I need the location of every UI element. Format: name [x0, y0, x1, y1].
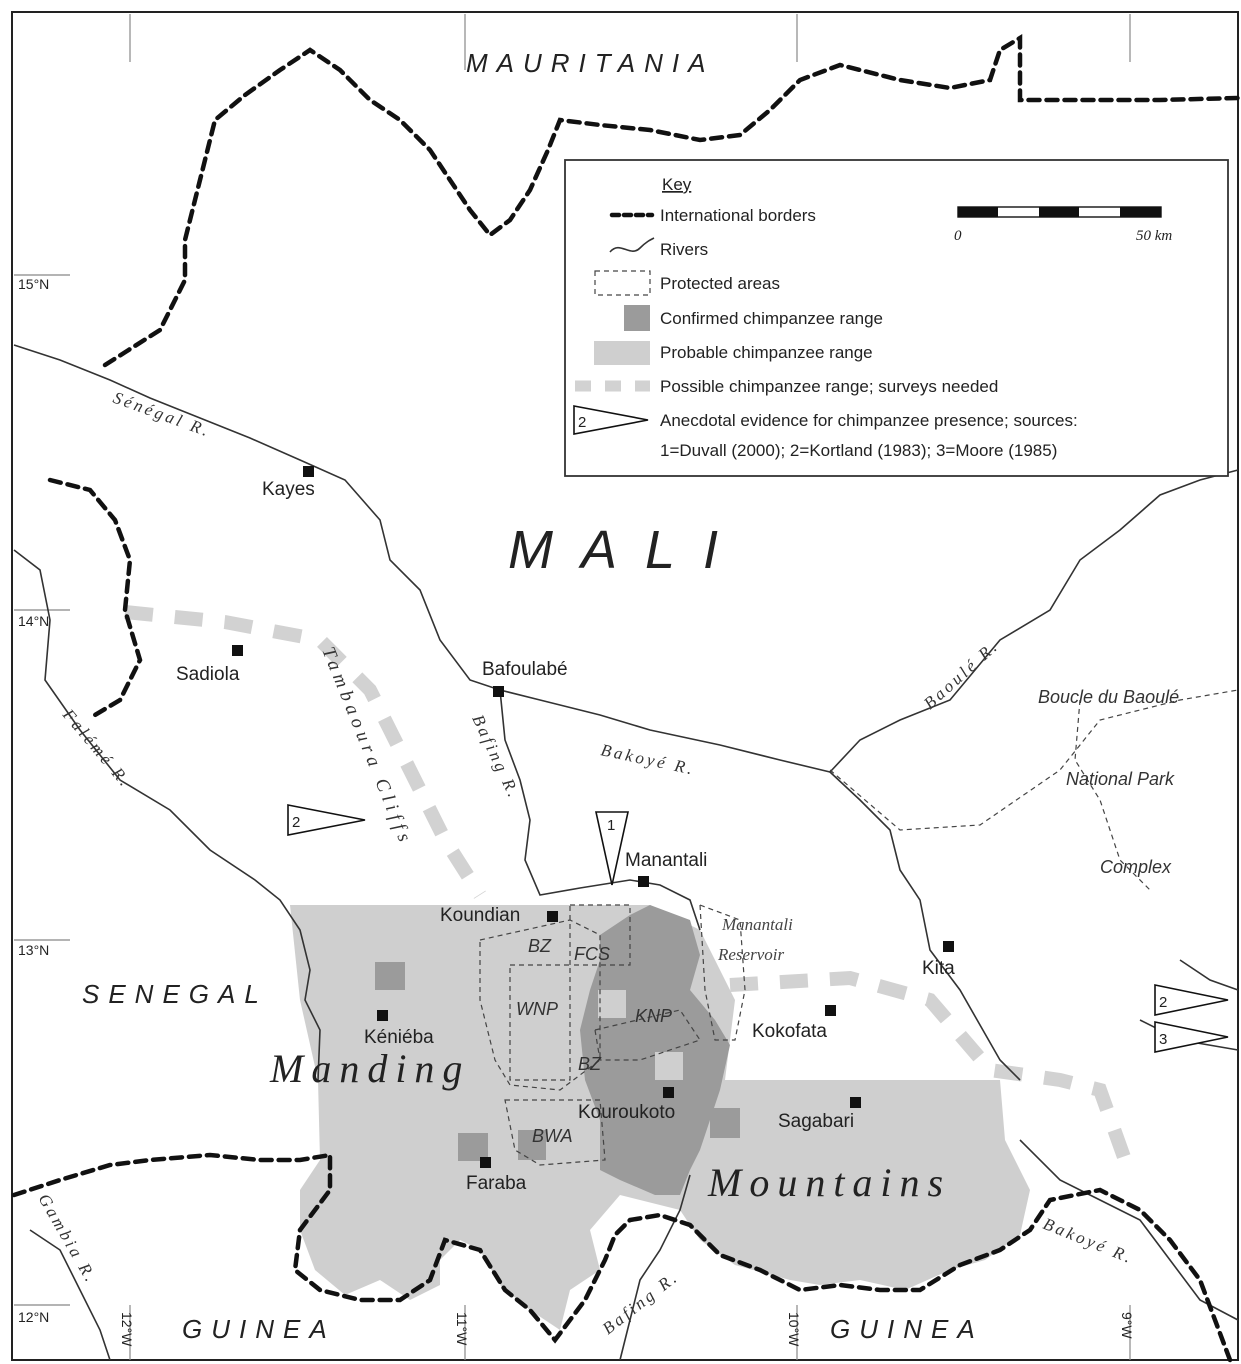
area-label-bz-north: BZ	[528, 936, 552, 956]
latitude-label-15n: 15°N	[18, 276, 49, 292]
anecdotal-label-west: 2	[292, 814, 300, 831]
town-label-faraba: Faraba	[466, 1173, 527, 1194]
town-label-kita: Kita	[922, 958, 955, 979]
legend-symbol-river	[609, 237, 655, 253]
scale-label-start: 0	[954, 228, 962, 244]
longitude-label-12w: 12°W	[119, 1312, 135, 1347]
region-label-mountains: Mountains	[707, 1160, 951, 1205]
anecdotal-triangle-west	[287, 804, 366, 836]
anecdotal-label-east-upper: 2	[1159, 994, 1167, 1011]
probable-range-patches	[598, 990, 683, 1080]
town-label-kokofata: Kokofata	[752, 1021, 827, 1042]
latitude-label-12n: 12°N	[18, 1309, 49, 1325]
latitude-label-13n: 13°N	[18, 942, 49, 958]
kita-marker	[943, 941, 954, 952]
legend-sources-line: 1=Duvall (2000); 2=Kortland (1983); 3=Mo…	[660, 441, 1057, 460]
koundian-marker	[547, 911, 558, 922]
sadiola-marker	[232, 645, 243, 656]
legend: Key International borders Rivers Protect…	[564, 159, 1229, 477]
town-label-koundian: Koundian	[440, 905, 520, 926]
legend-label-anecdotal: Anecdotal evidence for chimpanzee presen…	[660, 411, 1078, 430]
confirmed-range-area	[375, 905, 740, 1195]
town-label-kenieba: Kéniéba	[364, 1027, 434, 1048]
longitude-label-10w: 10°W	[786, 1312, 802, 1347]
country-label-senegal: SENEGAL	[82, 979, 268, 1009]
legend-symbol-probable	[594, 341, 650, 365]
longitude-label-11w: 11°W	[454, 1312, 470, 1346]
legend-label-possible: Possible chimpanzee range; surveys neede…	[660, 377, 998, 396]
town-label-bafoulabe: Bafoulabé	[482, 659, 568, 680]
international-borders	[11, 34, 1241, 1363]
protected-areas	[479, 689, 1239, 1166]
kouroukoto-marker	[663, 1087, 674, 1098]
area-label-fcs: FCS	[574, 944, 610, 964]
anecdotal-triangle-east-upper	[1154, 984, 1229, 1016]
longitude-label-9w: 9°W	[1119, 1312, 1135, 1339]
park-label-boucle-line3: Complex	[1100, 857, 1172, 877]
town-markers	[232, 466, 954, 1168]
bafoulabe-marker	[493, 686, 504, 697]
manantali-marker	[638, 876, 649, 887]
legend-label-probable: Probable chimpanzee range	[660, 343, 873, 362]
country-label-mauritania: MAURITANIA	[466, 48, 714, 78]
town-label-sagabari: Sagabari	[778, 1111, 854, 1132]
scale-label-end: 50 km	[1136, 228, 1172, 244]
area-label-knp: KNP	[635, 1006, 672, 1026]
faraba-marker	[480, 1157, 491, 1168]
possible-range-lines	[124, 605, 1132, 1163]
area-label-bz-south: BZ	[578, 1054, 602, 1074]
park-label-boucle-line2: National Park	[1066, 769, 1175, 789]
anecdotal-markers	[287, 804, 1229, 1053]
legend-symbol-anecdotal	[573, 405, 649, 435]
legend-symbol-confirmed	[624, 305, 650, 331]
rivers	[13, 344, 1239, 1361]
legend-label-confirmed: Confirmed chimpanzee range	[660, 309, 883, 328]
sagabari-marker	[850, 1097, 861, 1108]
country-label-guinea-east: GUINEA	[830, 1314, 984, 1344]
graticule-ticks	[14, 14, 1131, 1360]
kokofata-marker	[825, 1005, 836, 1016]
kenieba-marker	[377, 1010, 388, 1021]
country-label-mali: MALI	[508, 520, 746, 580]
park-label-boucle-line1: Boucle du Baoulé	[1038, 687, 1179, 707]
legend-label-borders: International borders	[660, 206, 816, 225]
town-label-manantali: Manantali	[625, 850, 707, 871]
scale-bar	[957, 206, 1162, 218]
anecdotal-triangle-manantali	[595, 811, 629, 886]
legend-anecdotal-number: 2	[578, 414, 586, 431]
latitude-label-14n: 14°N	[18, 613, 49, 629]
country-label-guinea-west: GUINEA	[182, 1314, 336, 1344]
anecdotal-label-east-lower: 3	[1159, 1031, 1167, 1048]
town-label-kayes: Kayes	[262, 479, 315, 500]
town-label-sadiola: Sadiola	[176, 664, 240, 685]
region-label-manding: Manding	[269, 1046, 470, 1091]
anecdotal-triangle-east-lower	[1154, 1021, 1229, 1053]
legend-label-protected: Protected areas	[660, 274, 780, 293]
reservoir-label-line2: Reservoir	[717, 945, 784, 964]
legend-symbol-protected	[594, 270, 651, 296]
reservoir-label-line1: Manantali	[721, 915, 793, 934]
legend-title: Key	[662, 175, 692, 194]
anecdotal-label-manantali: 1	[607, 817, 615, 834]
town-label-kouroukoto: Kouroukoto	[578, 1102, 675, 1123]
legend-label-rivers: Rivers	[660, 240, 708, 259]
area-label-bwa: BWA	[532, 1126, 573, 1146]
area-label-wnp: WNP	[516, 999, 558, 1019]
kayes-marker	[303, 466, 314, 477]
